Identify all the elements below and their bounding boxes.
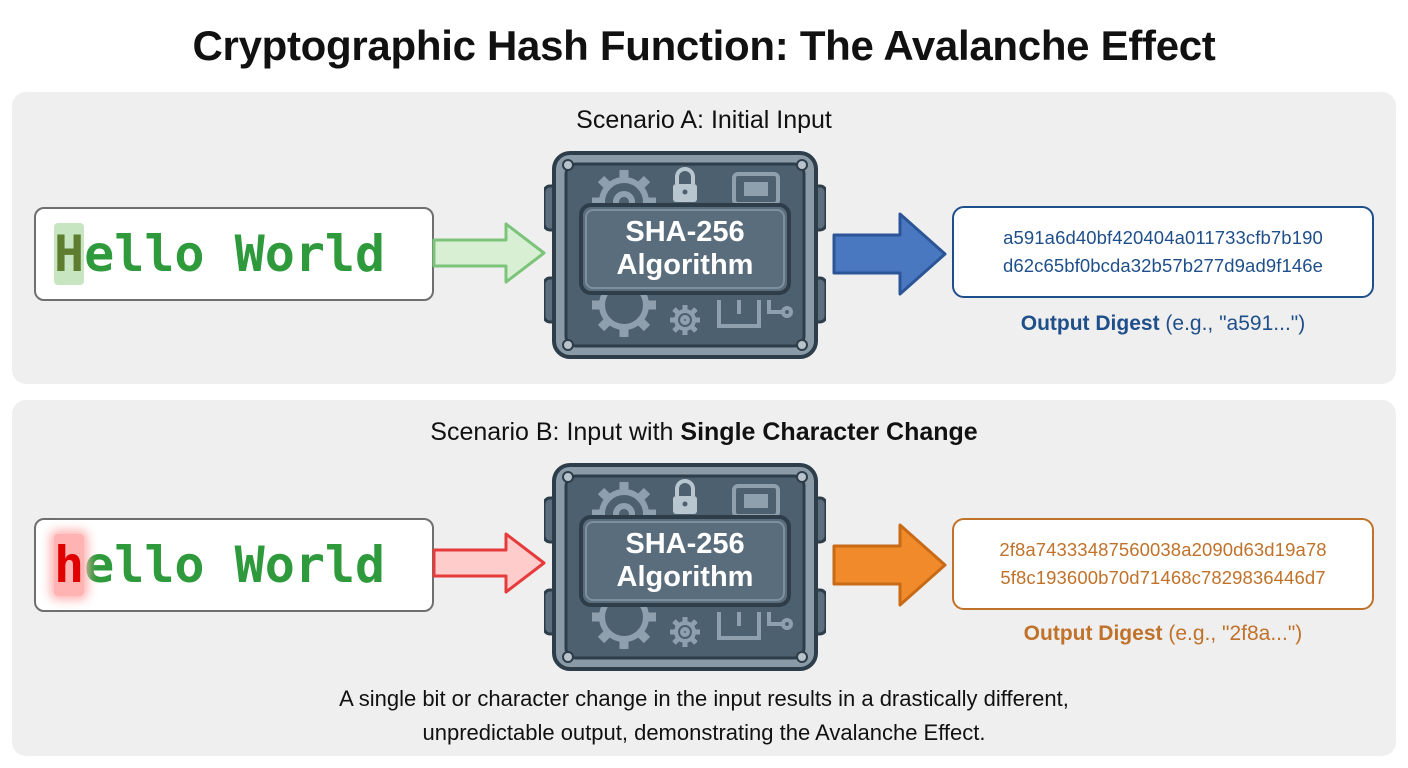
scenario-b-input-box: hello World xyxy=(34,518,434,612)
scenario-b-panel: Scenario B: Input with Single Character … xyxy=(12,400,1396,756)
sha256-machine: SHA-256 Algorithm xyxy=(544,462,826,672)
algorithm-name: SHA-256 xyxy=(625,528,745,560)
scenario-a-heading: Scenario A: Initial Input xyxy=(576,106,832,134)
sha256-machine: SHA-256 Algorithm xyxy=(544,150,826,360)
digest-line-1: 2f8a74333487560038a2090d63d19a78 xyxy=(999,539,1327,560)
algorithm-word: Algorithm xyxy=(616,561,754,593)
input-rest-text: ello World xyxy=(84,225,386,283)
caption-bold: Output Digest xyxy=(1020,312,1160,335)
input-arrow xyxy=(432,532,546,594)
scenario-b-input-text: hello World xyxy=(54,534,385,596)
page-title: Cryptographic Hash Function: The Avalanc… xyxy=(192,22,1216,69)
algorithm-name: SHA-256 xyxy=(625,216,745,248)
digest-line-2: 5f8c193600b70d71468c7829836446d7 xyxy=(1000,567,1326,588)
changed-character-highlight: H xyxy=(54,223,85,285)
scenario-a-input-box: Hello World xyxy=(34,207,434,301)
digest-line-2: d62c65bf0bcda32b57b277d9ad9f146e xyxy=(1002,255,1324,276)
caption-rest: (e.g., "2f8a...") xyxy=(1162,622,1303,645)
scenario-b-heading: Scenario B: Input with Single Character … xyxy=(12,418,1396,447)
scenario-b-output-digest: 2f8a74333487560038a2090d63d19a78 5f8c193… xyxy=(952,518,1374,610)
digest-line-1: a591a6d40bf420404a011733cfb7b190 xyxy=(1003,227,1323,248)
caption-bold: Output Digest xyxy=(1023,622,1163,645)
input-rest-text: ello World xyxy=(84,536,386,594)
algorithm-word: Algorithm xyxy=(616,249,754,281)
scenario-a-input-text: Hello World xyxy=(54,223,385,285)
caption-rest: (e.g., "a591...") xyxy=(1159,312,1306,335)
scenario-a-panel: Scenario A: Initial Input Hello World SH… xyxy=(12,92,1396,384)
scenario-a-output-digest: a591a6d40bf420404a011733cfb7b190 d62c65b… xyxy=(952,206,1374,298)
output-arrow xyxy=(832,212,947,296)
footer-line-2: unpredictable output, demonstrating the … xyxy=(422,720,986,745)
explanation-footer: A single bit or character change in the … xyxy=(12,682,1396,750)
heading-bold: Single Character Change xyxy=(680,418,978,446)
algorithm-label: SHA-256 Algorithm xyxy=(581,205,789,293)
scenario-a-output-caption: Output Digest (e.g., "a591...") xyxy=(952,312,1374,336)
output-arrow xyxy=(832,523,947,607)
changed-character-highlight: h xyxy=(54,534,85,596)
heading-prefix: Scenario B: Input with xyxy=(430,418,681,446)
scenario-b-output-caption: Output Digest (e.g., "2f8a...") xyxy=(952,622,1374,646)
input-arrow xyxy=(432,222,546,284)
footer-line-1: A single bit or character change in the … xyxy=(339,686,1069,711)
algorithm-label: SHA-256 Algorithm xyxy=(581,517,789,605)
